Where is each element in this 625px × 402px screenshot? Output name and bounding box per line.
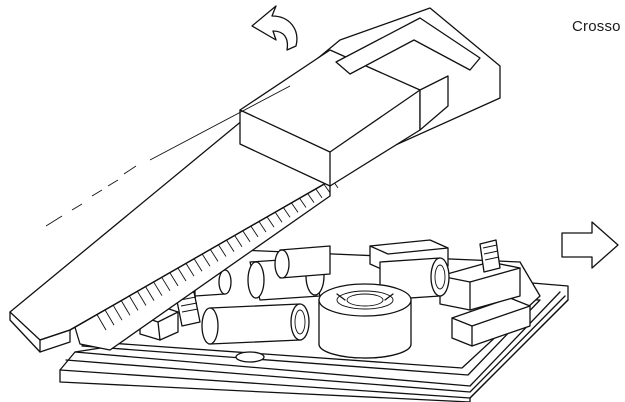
terminal-right [479,239,501,273]
crossover-label: Crosso [572,18,621,35]
capacitor-rear [274,245,331,279]
inductor-coil [318,283,412,359]
curved-arrow-up-left-icon [251,5,298,51]
lid-heatsink [9,7,501,353]
capacitor-front [201,303,310,345]
outline-arrow-right-icon [561,221,619,269]
